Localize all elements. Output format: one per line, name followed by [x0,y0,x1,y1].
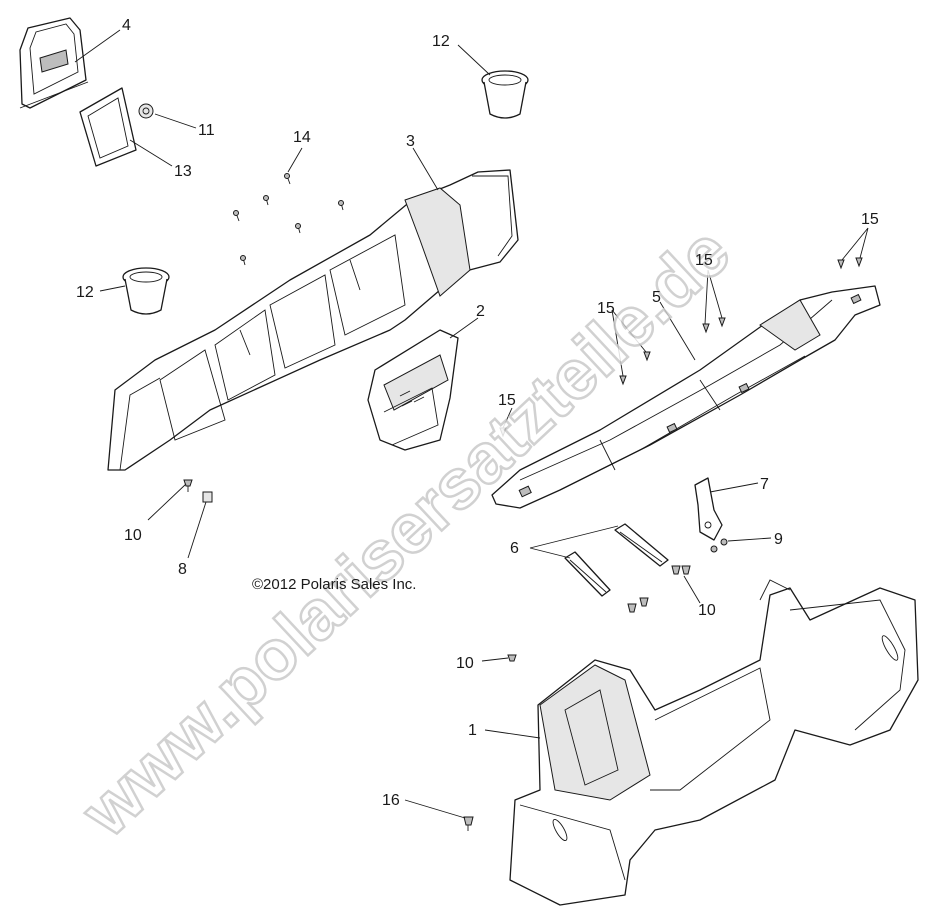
part-5-dash-trim [491,285,881,509]
callout-3: 3 [406,133,415,150]
callout-1: 1 [468,722,477,739]
callout-15-b: 15 [695,252,713,269]
part-12-cup-holder-top [481,70,529,119]
part-4-storage-door [19,17,89,109]
callout-12-top: 12 [432,33,450,50]
callout-11: 11 [198,122,215,139]
callout-9: 9 [774,531,783,548]
part-12-cup-holder-left [122,267,170,315]
part-7-bracket [694,477,723,541]
part-15-push-pins [499,257,863,438]
part-6-brace-right [614,523,669,567]
part-14-screws [233,173,344,266]
part-1-dash-body [509,579,919,906]
callouts: 4 11 13 12 12 14 3 2 5 15 15 15 15 10 8 … [76,17,879,809]
part-10-clip-body [507,654,517,662]
part-8-clip [202,491,213,503]
callout-2: 2 [476,303,485,320]
copyright-text: ©2012 Polaris Sales Inc. [252,576,416,593]
callout-10-left: 10 [124,527,142,544]
part-6-brace-left [564,551,611,597]
callout-15-d: 15 [498,392,516,409]
callout-15-c: 15 [597,300,615,317]
part-3-upper-dash-panel [107,169,519,471]
callout-6: 6 [510,540,519,557]
part-9-screw [710,538,728,553]
callout-12-left: 12 [76,284,94,301]
callout-14: 14 [293,129,311,146]
callout-5: 5 [652,289,661,306]
callout-16: 16 [382,792,400,809]
callout-15-a: 15 [861,211,879,228]
part-2-center-console [367,329,459,451]
callout-7: 7 [760,476,769,493]
part-13-gasket [79,87,137,167]
leader-lines [74,29,869,819]
part-10-clip-left [183,479,193,492]
callout-10-body: 10 [456,655,474,672]
callout-4: 4 [122,17,131,34]
callout-8: 8 [178,561,187,578]
callout-10-mid: 10 [698,602,716,619]
part-11-nut [138,103,154,119]
part-10-clips-middle [627,565,691,613]
callout-13: 13 [174,163,192,180]
part-16-screw [463,816,474,831]
